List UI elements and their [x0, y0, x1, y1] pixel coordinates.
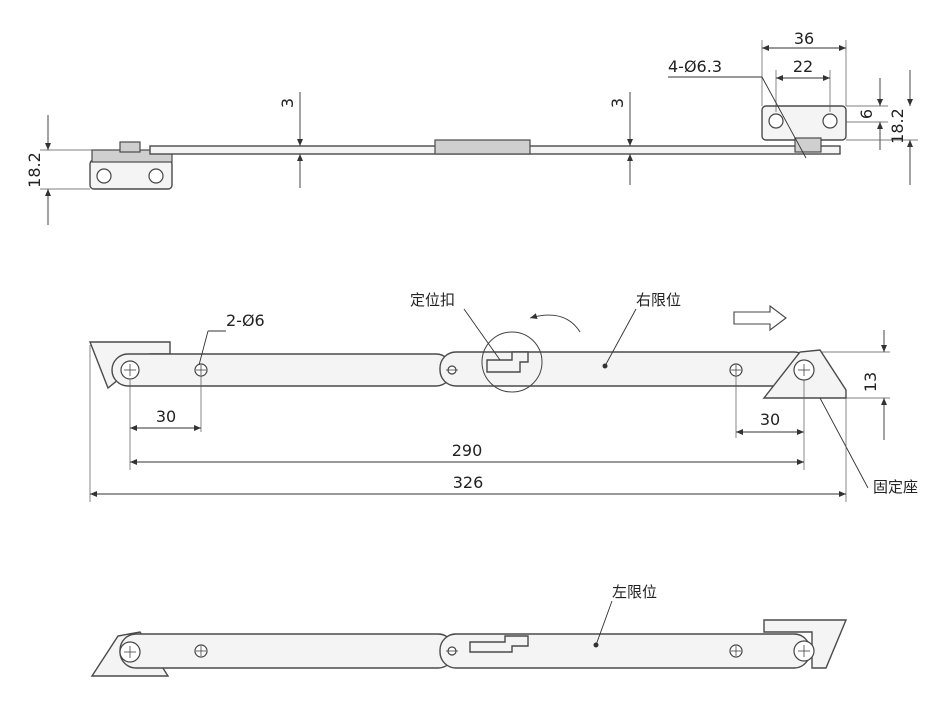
dim-height-right: 18.2 [888, 108, 907, 144]
top-right-bracket-hole-1 [768, 113, 784, 129]
top-left-pivot-cap [119, 141, 141, 153]
dim-width-outer: 36 [794, 29, 814, 48]
top-view: 18.2 3 3 36 22 4-Ø6.3 6 18.2 [25, 29, 918, 225]
middle-view: 定位扣 右限位 固定座 2-Ø6 30 30 290 326 13 [88, 291, 918, 502]
dim-overall: 326 [453, 473, 484, 492]
mid-locator-circle [481, 331, 543, 393]
dim-height-left: 18.2 [25, 152, 44, 188]
dim-seat-height: 13 [861, 372, 880, 392]
dim-hole-span: 290 [452, 441, 483, 460]
top-left-bracket-hole-1 [96, 168, 112, 184]
label-locator: 定位扣 [410, 291, 455, 309]
mid-left-arm [111, 353, 453, 387]
dim-left-offset: 30 [156, 407, 176, 426]
bot-right-bracket [763, 619, 848, 669]
hole-callout-middle: 2-Ø6 [226, 311, 265, 330]
dim-base-height: 6 [857, 109, 876, 119]
bot-locator-slot [469, 635, 529, 653]
label-left-limit: 左限位 [612, 583, 657, 601]
top-right-pivot [794, 137, 822, 153]
top-left-bracket-hole-2 [148, 168, 164, 184]
label-fixed-seat: 固定座 [873, 478, 918, 496]
bot-left-arm [119, 633, 455, 669]
hole-callout-top: 4-Ø6.3 [668, 57, 722, 76]
top-right-bracket-hole-2 [822, 113, 838, 129]
label-right-limit: 右限位 [636, 291, 681, 309]
bottom-view: 左限位 [90, 583, 848, 677]
rotate-arrow [529, 313, 581, 333]
mid-locator-slot [486, 351, 529, 373]
dim-right-offset: 30 [760, 410, 780, 429]
dim-thickness-2: 3 [608, 98, 627, 108]
direction-arrow [733, 304, 787, 332]
dim-width-inner: 22 [793, 57, 813, 76]
dim-thickness-1: 3 [278, 98, 297, 108]
top-middle-pivot [434, 139, 531, 155]
